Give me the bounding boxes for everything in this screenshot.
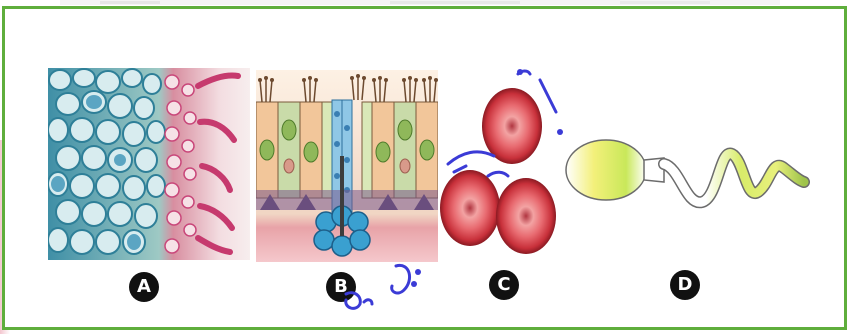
- panel-d-image: [560, 128, 810, 218]
- panel-a-label: A: [129, 272, 159, 302]
- panel-c-image: [430, 78, 570, 262]
- panel-d-label: D: [670, 270, 700, 300]
- red-blood-cells: [440, 88, 556, 254]
- top-strip-decoration: [60, 0, 780, 5]
- panel-c-label: C: [489, 270, 519, 300]
- sperm-cell: [566, 140, 804, 202]
- panel-b-label: B: [326, 272, 356, 302]
- panel-a-image: [48, 68, 250, 260]
- panel-b-image: [256, 70, 438, 262]
